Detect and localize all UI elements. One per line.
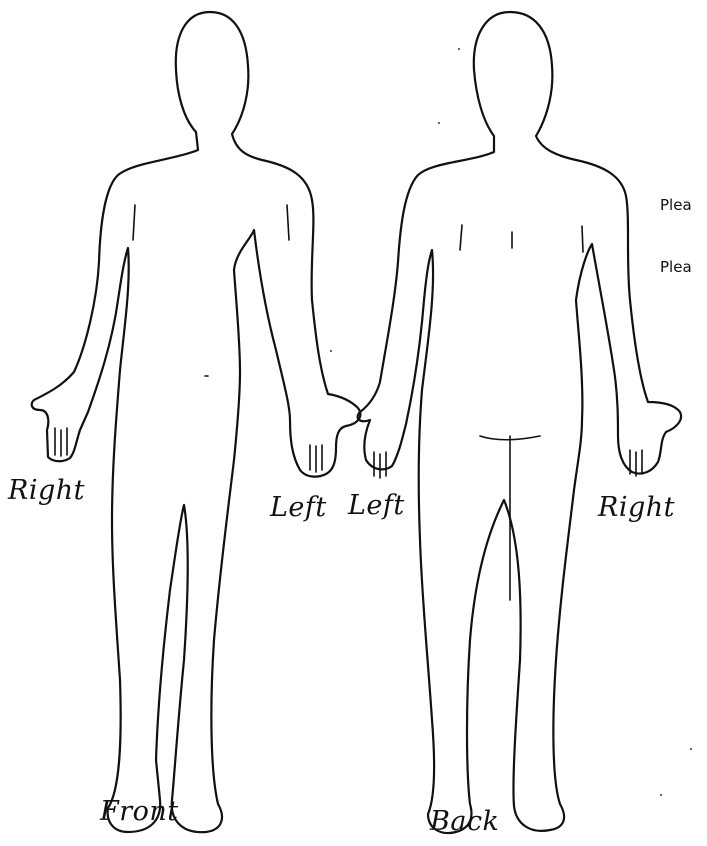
side-instruction-2: Plea	[660, 258, 692, 276]
speck	[660, 794, 662, 796]
front-left-label: Left	[270, 492, 327, 523]
back-left-shoulder-line	[460, 225, 462, 250]
front-left-fingers	[310, 445, 322, 472]
back-figure	[358, 12, 681, 833]
back-figure-outline	[358, 12, 681, 833]
front-figure-outline	[32, 12, 361, 832]
back-label: Back	[430, 806, 499, 837]
back-right-label: Right	[598, 492, 675, 523]
speck	[438, 122, 440, 124]
speck	[690, 748, 692, 750]
front-label: Front	[100, 796, 179, 827]
front-chest-line-left	[133, 205, 135, 240]
back-buttock-line	[480, 436, 540, 600]
speck	[330, 350, 332, 352]
front-right-label: Right	[8, 475, 85, 506]
speck	[458, 48, 460, 50]
front-right-fingers	[55, 428, 67, 456]
front-figure	[32, 12, 361, 832]
back-left-label: Left	[348, 490, 405, 521]
side-instruction-1: Plea	[660, 196, 692, 214]
front-chest-line-right	[287, 205, 289, 240]
back-right-shoulder-line	[582, 226, 583, 252]
back-left-fingers	[374, 452, 386, 478]
